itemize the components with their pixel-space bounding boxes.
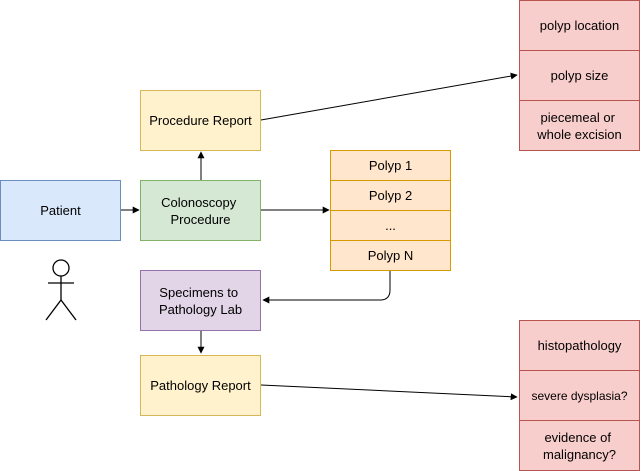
polyp-row-1 (330, 150, 451, 181)
specimens-box (140, 270, 261, 331)
colonoscopy-label-line-1: Colonoscopy (161, 195, 237, 210)
colonoscopy-procedure-node: Colonoscopy Procedure (140, 180, 261, 241)
polyp-row-3-label: ... (385, 218, 396, 233)
pathology-field-2 (519, 370, 640, 421)
pathology-report-label: Pathology Report (150, 378, 251, 393)
procedure-report-node: Procedure Report (140, 90, 261, 151)
pathology-field-3-line-1: evidence of (544, 430, 611, 445)
edge-procedure-report-to-fields (260, 72, 518, 121)
polyp-row-4-label: Polyp N (368, 248, 414, 263)
procedure-field-3-line-2: whole excision (536, 127, 622, 142)
edge-pathology-report-to-fields (260, 384, 518, 401)
patient-label: Patient (40, 203, 81, 218)
patient-node: Patient (0, 180, 121, 241)
polyp-row-4 (330, 240, 451, 271)
procedure-fields-list: polyp location polyp size piecemeal or w… (519, 0, 640, 151)
polyp-row-2-label: Polyp 2 (369, 188, 412, 203)
polyp-row-2 (330, 180, 451, 211)
polyp-list: Polyp 1 Polyp 2 ... Polyp N (330, 150, 451, 271)
procedure-report-label: Procedure Report (149, 113, 252, 128)
procedure-field-2-label: polyp size (551, 68, 609, 83)
procedure-field-3-line-1: piecemeal or (540, 110, 615, 125)
pathology-report-box (140, 355, 261, 416)
svg-text:evidence of malignancy?: evidence of malignancy? (543, 430, 616, 462)
specimens-node: Specimens to Pathology Lab (140, 270, 261, 331)
procedure-field-1 (519, 0, 640, 51)
svg-text:Colonoscopy Procedure: Colonoscopy Procedure (161, 195, 240, 227)
pathology-field-3 (519, 420, 640, 471)
pathology-fields-list: histopathology severe dysplasia? evidenc… (519, 320, 640, 471)
pathology-field-2-label: severe dysplasia? (531, 389, 627, 403)
colonoscopy-label-line-2: Procedure (171, 212, 231, 227)
procedure-field-3 (519, 100, 640, 151)
pathology-report-node: Pathology Report (140, 355, 261, 416)
procedure-field-1-label: polyp location (540, 18, 620, 33)
edge-polyps-to-specimens (262, 270, 391, 304)
person-icon (45, 259, 77, 321)
pathology-field-3-line-2: malignancy? (543, 447, 616, 462)
polyp-row-1-label: Polyp 1 (369, 158, 412, 173)
specimens-label-line-1: Specimens to (159, 285, 238, 300)
edges (121, 72, 518, 401)
polyp-row-3 (330, 210, 451, 241)
svg-text:piecemeal or whole excis: piecemeal or whole excision (536, 110, 622, 142)
pathology-field-1 (519, 320, 640, 371)
procedure-field-2 (519, 50, 640, 101)
svg-text:Specimens to Pathology L: Specimens to Pathology Lab (159, 285, 242, 317)
pathology-field-1-label: histopathology (538, 338, 622, 353)
patient-box (0, 180, 121, 241)
colonoscopy-procedure-box (140, 180, 261, 241)
procedure-report-box (140, 90, 261, 151)
specimens-label-line-2: Pathology Lab (159, 302, 242, 317)
